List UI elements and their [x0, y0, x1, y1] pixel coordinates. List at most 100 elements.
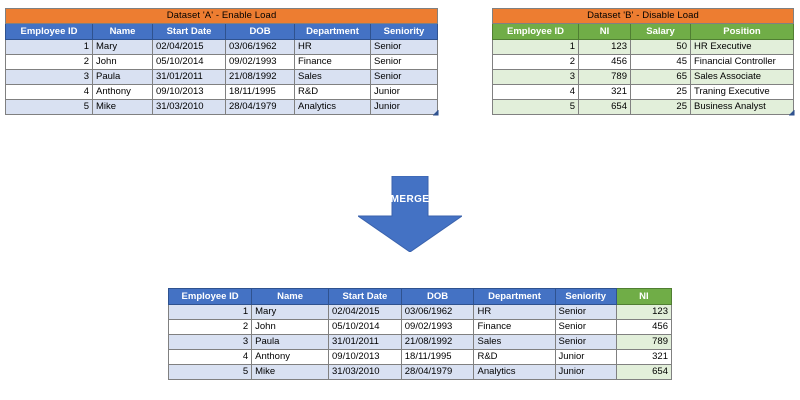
cell-seniority: Junior — [369, 84, 439, 100]
down-arrow-icon — [358, 176, 462, 252]
cell-department: R&D — [294, 84, 371, 100]
cell-salary: 25 — [630, 84, 691, 100]
cell-position: HR Executive — [689, 39, 795, 55]
column-header-ni[interactable]: NI — [578, 23, 631, 40]
cell-name: Mike — [92, 99, 153, 115]
table-row: 5 Mike 31/03/2010 28/04/1979 Analytics J… — [167, 364, 673, 380]
cell-start-date: 31/01/2011 — [152, 69, 226, 85]
cell-position: Business Analyst — [689, 99, 795, 116]
cell-dob: 09/02/1993 — [400, 319, 475, 335]
merge-arrow: MERGE — [358, 176, 462, 252]
cell-salary: 45 — [630, 54, 691, 70]
column-header-department[interactable]: Department — [473, 288, 556, 305]
column-header-department[interactable]: Department — [294, 23, 371, 40]
merged-result-table: Employee ID Name Start Date DOB Departme… — [167, 288, 673, 380]
column-header-dob[interactable]: DOB — [225, 23, 295, 40]
cell-start-date: 05/10/2014 — [328, 319, 402, 335]
table-row: 5 654 25 Business Analyst — [492, 99, 795, 116]
dataset-b-header-row: Employee ID NI Salary Position — [492, 23, 795, 40]
cell-employee-id: 3 — [167, 334, 253, 350]
column-header-seniority[interactable]: Seniority — [554, 288, 617, 305]
cell-ni: 123 — [615, 304, 673, 320]
column-header-seniority[interactable]: Seniority — [369, 23, 439, 40]
table-row: 2 John 05/10/2014 09/02/1993 Finance Sen… — [5, 54, 439, 70]
cell-seniority: Senior — [554, 304, 617, 320]
cell-employee-id: 1 — [167, 304, 253, 320]
cell-employee-id: 3 — [5, 69, 93, 85]
dataset-b-title: Dataset 'B' - Disable Load — [491, 8, 795, 24]
cell-employee-id: 5 — [5, 99, 93, 115]
dataset-a-title: Dataset 'A' - Enable Load — [4, 8, 439, 24]
column-header-ni[interactable]: NI — [615, 288, 673, 305]
table-row: 3 Paula 31/01/2011 21/08/1992 Sales Seni… — [5, 69, 439, 85]
cell-department: Analytics — [473, 364, 556, 380]
cell-dob: 28/04/1979 — [225, 99, 295, 115]
dataset-a-title-row: Dataset 'A' - Enable Load — [4, 8, 439, 24]
cell-seniority: Senior — [554, 334, 617, 350]
table-row: 2 John 05/10/2014 09/02/1993 Finance Sen… — [167, 319, 673, 335]
cell-name: Mary — [92, 39, 153, 55]
table-row: 4 Anthony 09/10/2013 18/11/1995 R&D Juni… — [167, 349, 673, 365]
column-header-employee-id[interactable]: Employee ID — [492, 23, 579, 40]
cell-department: Sales — [473, 334, 556, 350]
cell-name: John — [251, 319, 330, 335]
column-header-salary[interactable]: Salary — [630, 23, 691, 40]
column-header-name[interactable]: Name — [92, 23, 153, 40]
column-header-employee-id[interactable]: Employee ID — [167, 288, 253, 305]
table-row: 1 Mary 02/04/2015 03/06/1962 HR Senior — [5, 39, 439, 55]
cell-position: Financial Controller — [689, 54, 795, 70]
cell-seniority: Senior — [369, 54, 439, 70]
table-row: 4 Anthony 09/10/2013 18/11/1995 R&D Juni… — [5, 84, 439, 100]
cell-employee-id: 5 — [492, 99, 579, 115]
cell-salary: 65 — [630, 69, 691, 85]
dataset-a-table: Dataset 'A' - Enable Load Employee ID Na… — [4, 8, 439, 116]
column-header-start-date[interactable]: Start Date — [152, 23, 226, 40]
cell-start-date: 31/01/2011 — [328, 334, 402, 350]
column-header-name[interactable]: Name — [251, 288, 330, 305]
cell-start-date: 05/10/2014 — [152, 54, 226, 70]
cell-dob: 18/11/1995 — [400, 349, 475, 365]
cell-dob: 18/11/1995 — [225, 84, 295, 100]
column-header-employee-id[interactable]: Employee ID — [5, 23, 93, 40]
cell-ni: 456 — [615, 319, 673, 335]
cell-ni: 321 — [615, 349, 673, 365]
cell-dob: 21/08/1992 — [225, 69, 295, 85]
table-row: 1 Mary 02/04/2015 03/06/1962 HR Senior 1… — [167, 304, 673, 320]
cell-seniority: Junior — [554, 349, 617, 365]
column-header-start-date[interactable]: Start Date — [328, 288, 402, 305]
cell-department: Finance — [473, 319, 556, 335]
cell-employee-id: 4 — [492, 84, 579, 100]
cell-employee-id: 1 — [5, 39, 93, 55]
cell-name: John — [92, 54, 153, 70]
cell-employee-id: 3 — [492, 69, 579, 85]
table-resize-handle[interactable] — [788, 109, 795, 116]
cell-name: Anthony — [251, 349, 330, 365]
table-resize-handle[interactable] — [432, 109, 439, 116]
cell-dob: 21/08/1992 — [400, 334, 475, 350]
table-row: 4 321 25 Traning Executive — [492, 84, 795, 100]
table-row: 1 123 50 HR Executive — [492, 39, 795, 55]
cell-ni: 456 — [578, 54, 631, 70]
cell-department: HR — [473, 304, 556, 320]
column-header-dob[interactable]: DOB — [400, 288, 475, 305]
cell-ni: 321 — [578, 84, 631, 100]
cell-salary: 25 — [630, 99, 691, 115]
cell-employee-id: 4 — [5, 84, 93, 100]
merged-header-row: Employee ID Name Start Date DOB Departme… — [167, 288, 673, 305]
cell-ni: 789 — [615, 334, 673, 350]
cell-seniority: Senior — [554, 319, 617, 335]
cell-employee-id: 2 — [5, 54, 93, 70]
cell-employee-id: 2 — [492, 54, 579, 70]
column-header-position[interactable]: Position — [689, 23, 795, 40]
dataset-b-title-row: Dataset 'B' - Disable Load — [491, 8, 795, 24]
cell-seniority: Junior — [369, 99, 439, 116]
table-row: 3 Paula 31/01/2011 21/08/1992 Sales Seni… — [167, 334, 673, 350]
cell-start-date: 31/03/2010 — [152, 99, 226, 115]
cell-start-date: 09/10/2013 — [152, 84, 226, 100]
table-row: 2 456 45 Financial Controller — [492, 54, 795, 70]
cell-position: Sales Associate — [689, 69, 795, 85]
cell-employee-id: 2 — [167, 319, 253, 335]
cell-start-date: 09/10/2013 — [328, 349, 402, 365]
cell-seniority: Senior — [369, 39, 439, 55]
